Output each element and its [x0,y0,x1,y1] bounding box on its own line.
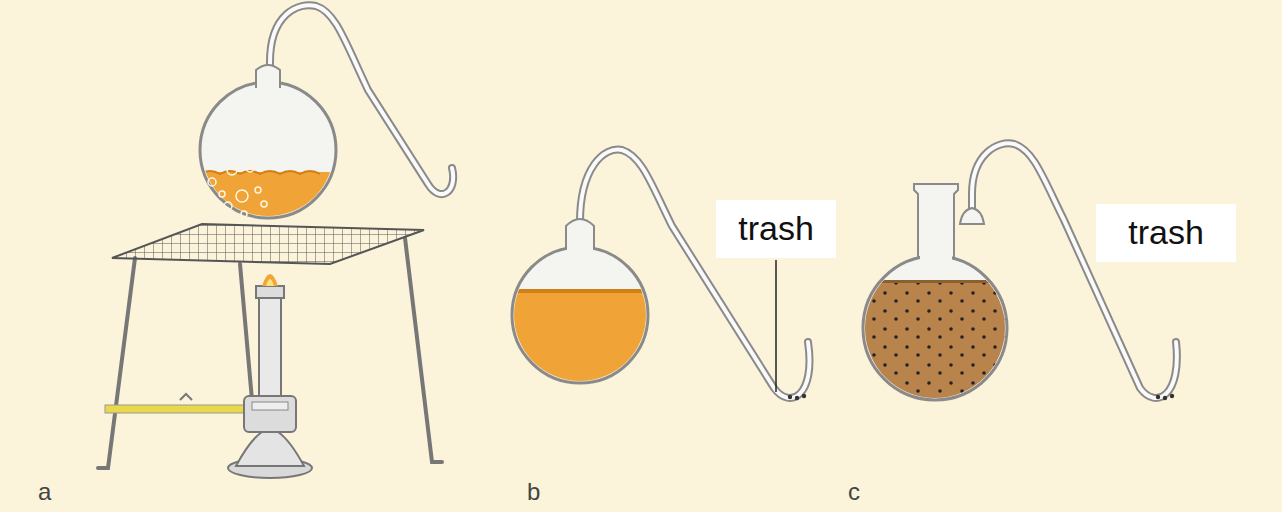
broken-flask-part [920,250,952,266]
wire-gauze [112,224,424,264]
bubbles-part [241,211,247,217]
trapped-dust [1156,394,1174,400]
burner-part [252,402,288,410]
swan-neck-flask-part-part [505,290,655,390]
swan-neck-flask [505,150,809,401]
broken-flask [860,143,1177,402]
bubbles-part [208,178,216,186]
swan-neck-flask-part [255,72,257,88]
tripod [98,238,442,468]
bubbles-part [236,190,248,202]
tripod-part [405,238,442,462]
burner-part [256,286,284,298]
trapped-dust [788,394,806,400]
burner-part [105,405,245,413]
bubbles-part [255,187,261,193]
broken-flask-part-part [860,280,1010,283]
broken-flask-part [972,143,1177,398]
bubbles-part [219,191,225,197]
trapped-dust-part [788,395,792,399]
broken-flask-part-part [860,282,1010,402]
broken-flask-part [914,184,958,270]
burner-part [259,296,281,396]
swan-neck-flask-part [566,219,594,260]
panel-letter: b [527,480,540,504]
swan-neck-flask-part [505,289,655,390]
tripod-part [98,258,135,468]
swan-neck-flask-part-part [190,172,350,232]
burner-part [244,396,296,432]
broken-flask-part [860,280,1010,402]
trapped-dust-part [802,394,806,398]
swan-neck-flask-part [279,72,281,88]
burner-part [262,274,278,286]
trapped-dust-part [1156,395,1160,399]
node-label: trash [738,210,814,247]
label-box: trash [1096,204,1236,262]
swan-neck-flask [190,5,453,232]
burner-part [236,432,304,466]
swan-neck-flask-part-part [200,171,320,174]
node-label: trash [1128,214,1204,251]
swan-neck-flask-part-part [505,289,655,293]
bubbles-part [246,164,254,172]
swan-neck-flask-part [567,244,593,254]
bubbles-part [261,201,267,207]
swan-neck-flask-part [190,171,350,232]
bubbles [208,164,267,217]
leader-line [775,260,777,392]
bubbles-part [227,165,237,175]
bubbles-part [224,202,232,210]
trapped-dust-part [795,396,799,400]
burner-part [180,394,192,400]
panel-letter: c [848,480,860,504]
trapped-dust-part [1163,396,1167,400]
swan-neck-flask-part [256,80,280,96]
broken-flask-part [972,143,1177,398]
burner-part [266,279,274,286]
burner [105,274,312,478]
panel-letter: a [38,480,51,504]
tube-stub [960,208,984,224]
label-box: trash [716,200,836,258]
broken-flask-part-part [860,282,1010,402]
trapped-dust-part [1170,394,1174,398]
wire-gauze-part [112,224,424,264]
